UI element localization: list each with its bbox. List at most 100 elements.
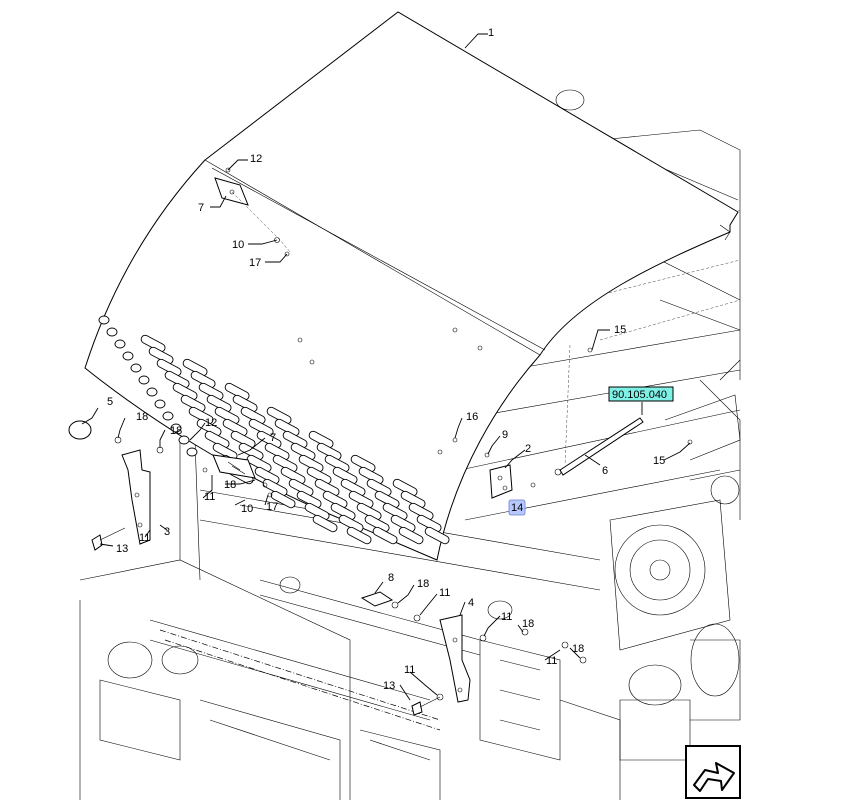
vent-slot (400, 490, 426, 509)
vent-slot (274, 418, 300, 437)
callout-10: 10 (241, 503, 253, 515)
callout-11: 11 (204, 491, 215, 503)
right-support-bracket (439, 614, 471, 703)
callout-16: 16 (466, 411, 478, 423)
vent-hole (98, 315, 110, 325)
top-cover (84, 11, 739, 561)
callout-5: 5 (107, 396, 113, 408)
vent-slot (214, 406, 240, 425)
callout-8: 8 (388, 572, 394, 584)
vent-slot (304, 502, 330, 521)
vent-slot (140, 334, 166, 353)
vent-slot (416, 514, 442, 533)
vent-slot (198, 382, 224, 401)
callout-18: 18 (417, 578, 429, 590)
vent-slot (190, 370, 216, 389)
callout-2: 2 (525, 443, 531, 455)
vent-slot (306, 466, 332, 485)
vent-slot (374, 490, 400, 509)
vent-hole (186, 447, 198, 457)
vent-slot (358, 466, 384, 485)
vent-slot (230, 430, 256, 449)
vent-hole (170, 423, 182, 433)
vent-slot (148, 346, 174, 365)
vent-hole (106, 327, 118, 337)
vent-slot (338, 514, 364, 533)
vent-slot (164, 370, 190, 389)
callout-3: 3 (164, 526, 170, 538)
vent-slot (398, 526, 424, 545)
vent-slot (182, 358, 208, 377)
vent-slot (408, 502, 434, 521)
vent-hole (114, 339, 126, 349)
callout-17: 17 (266, 501, 278, 513)
machine-frame (79, 89, 741, 800)
vent-slot (204, 430, 230, 449)
callout-18: 18 (136, 411, 148, 423)
vent-slot (324, 454, 350, 473)
vent-slot (156, 358, 182, 377)
vent-slot (322, 490, 348, 509)
callout-9: 9 (502, 429, 508, 441)
leader-lines (81, 33, 691, 701)
vent-slot (256, 430, 282, 449)
vent-slot (314, 478, 340, 497)
vent-slot (246, 454, 272, 473)
vent-slot (266, 406, 292, 425)
vent-slot (350, 454, 376, 473)
callout-15: 15 (653, 455, 665, 467)
vent-slot (366, 478, 392, 497)
handle (360, 591, 394, 607)
vent-slot (312, 514, 338, 533)
callout-11: 11 (439, 587, 450, 599)
callout-10: 10 (232, 239, 244, 251)
vent-slot (382, 502, 408, 521)
vent-slot (390, 514, 416, 533)
callout-1: 1 (488, 27, 494, 39)
callout-18: 18 (224, 479, 236, 491)
vent-slot (316, 442, 342, 461)
callout-11: 11 (546, 655, 557, 667)
vent-slot (196, 418, 222, 437)
next-page-arrow-icon[interactable] (685, 745, 741, 799)
vent-slot (212, 442, 238, 461)
callout-15: 15 (614, 324, 626, 336)
vent-slot (222, 418, 248, 437)
vent-slot (262, 478, 288, 497)
vent-slot (248, 418, 274, 437)
vent-slot (282, 430, 308, 449)
vent-slot (288, 478, 314, 497)
callout-17: 17 (249, 257, 261, 269)
vent-slot (392, 478, 418, 497)
cross-reference-link[interactable]: 90.105.040 (608, 386, 674, 402)
highlighted-callout-14[interactable]: 14 (508, 499, 526, 516)
callout-11: 11 (501, 611, 512, 623)
gas-strut (559, 417, 644, 476)
cross-reference-text: 90.105.040 (612, 389, 667, 401)
vent-slot (340, 478, 366, 497)
callout-18: 18 (522, 618, 534, 630)
callout-4: 4 (468, 597, 474, 609)
vent-slot (330, 502, 356, 521)
hinge-plate (489, 464, 513, 499)
vent-slot (424, 526, 450, 545)
vent-hole (138, 375, 150, 385)
vent-slot (264, 442, 290, 461)
vent-slot (296, 490, 322, 509)
callout-18: 18 (572, 643, 584, 655)
callout-11: 11 (139, 532, 150, 544)
vent-slot (254, 466, 280, 485)
hinge-bracket (214, 177, 249, 206)
vent-slot (298, 454, 324, 473)
vent-slot (224, 382, 250, 401)
vent-hole (146, 387, 158, 397)
vent-hole (162, 411, 174, 421)
vent-slot (232, 394, 258, 413)
vent-slot (364, 514, 390, 533)
vent-hole (178, 435, 190, 445)
callout-7: 7 (198, 202, 204, 214)
vent-hole (130, 363, 142, 373)
vent-slot (188, 406, 214, 425)
callout-13: 13 (383, 680, 395, 692)
